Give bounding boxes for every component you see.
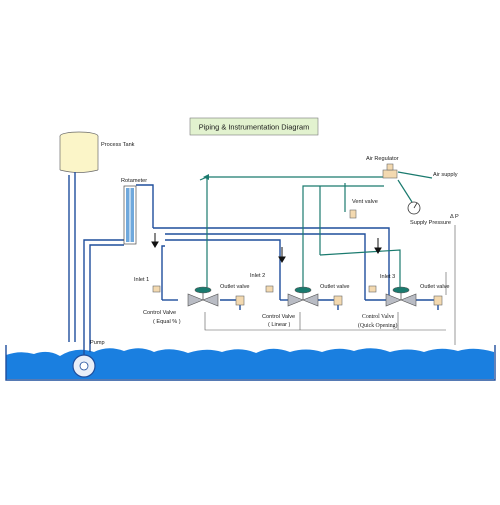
outlet-valve-2-label: Outlet valve xyxy=(320,284,350,290)
control-valve-3-sublabel: (Quick Opening) xyxy=(358,322,398,329)
inlet-valve-3 xyxy=(368,285,377,293)
pump-label: Pump xyxy=(90,340,105,346)
control-valve-1-label: Control Valve xyxy=(143,310,176,316)
rotameter-label: Rotameter xyxy=(121,178,147,184)
delta-p-label: Δ P xyxy=(450,214,459,220)
supply-pressure-label: Supply Pressure xyxy=(410,220,451,226)
air-regulator xyxy=(382,163,398,179)
pressure-tap-lines xyxy=(204,225,456,345)
control-valve-1 xyxy=(187,286,219,307)
vent-valve xyxy=(349,209,357,219)
control-valve-2-sublabel: ( Linear ) xyxy=(268,322,291,328)
outlet-valve-2 xyxy=(333,295,343,306)
basin-wall xyxy=(5,345,496,381)
supply-pressure-gauge xyxy=(407,201,421,215)
outlet-valve-3 xyxy=(433,295,443,306)
process-tank xyxy=(59,131,99,173)
rotameter xyxy=(123,185,137,245)
control-valve-3-label: Control Valve xyxy=(362,314,395,320)
flow-arrows xyxy=(151,233,382,263)
inlet-valve-1 xyxy=(152,285,161,293)
control-valve-2-label: Control Valve xyxy=(262,314,295,320)
control-valve-2 xyxy=(287,286,319,307)
inlet-1-label: Inlet 1 xyxy=(134,277,149,283)
vent-valve-label: Vent valve xyxy=(352,199,378,205)
pump xyxy=(72,354,96,378)
water-basin xyxy=(6,348,494,379)
control-valve-3 xyxy=(385,286,417,307)
process-tank-label: Process Tank xyxy=(101,142,135,148)
air-flow-arrow xyxy=(203,174,209,180)
outlet-valve-1 xyxy=(235,295,245,306)
air-piping xyxy=(199,171,433,290)
control-valve-1-sublabel: ( Equal % ) xyxy=(153,319,181,325)
inlet-valve-2 xyxy=(265,285,274,293)
process-piping xyxy=(68,172,439,355)
air-regulator-label: Air Regulator xyxy=(366,156,399,162)
svg-text:Piping & Instrumentation Diagr: Piping & Instrumentation Diagram xyxy=(199,123,310,132)
inlet-2-label: Inlet 2 xyxy=(250,273,265,279)
air-supply-label: Air supply xyxy=(433,172,458,178)
diagram-title: Piping & Instrumentation Diagram xyxy=(189,117,319,136)
outlet-valve-1-label: Outlet valve xyxy=(220,284,250,290)
inlet-3-label: Inlet 3 xyxy=(380,274,395,280)
outlet-valve-3-label: Outlet valve xyxy=(420,284,450,290)
